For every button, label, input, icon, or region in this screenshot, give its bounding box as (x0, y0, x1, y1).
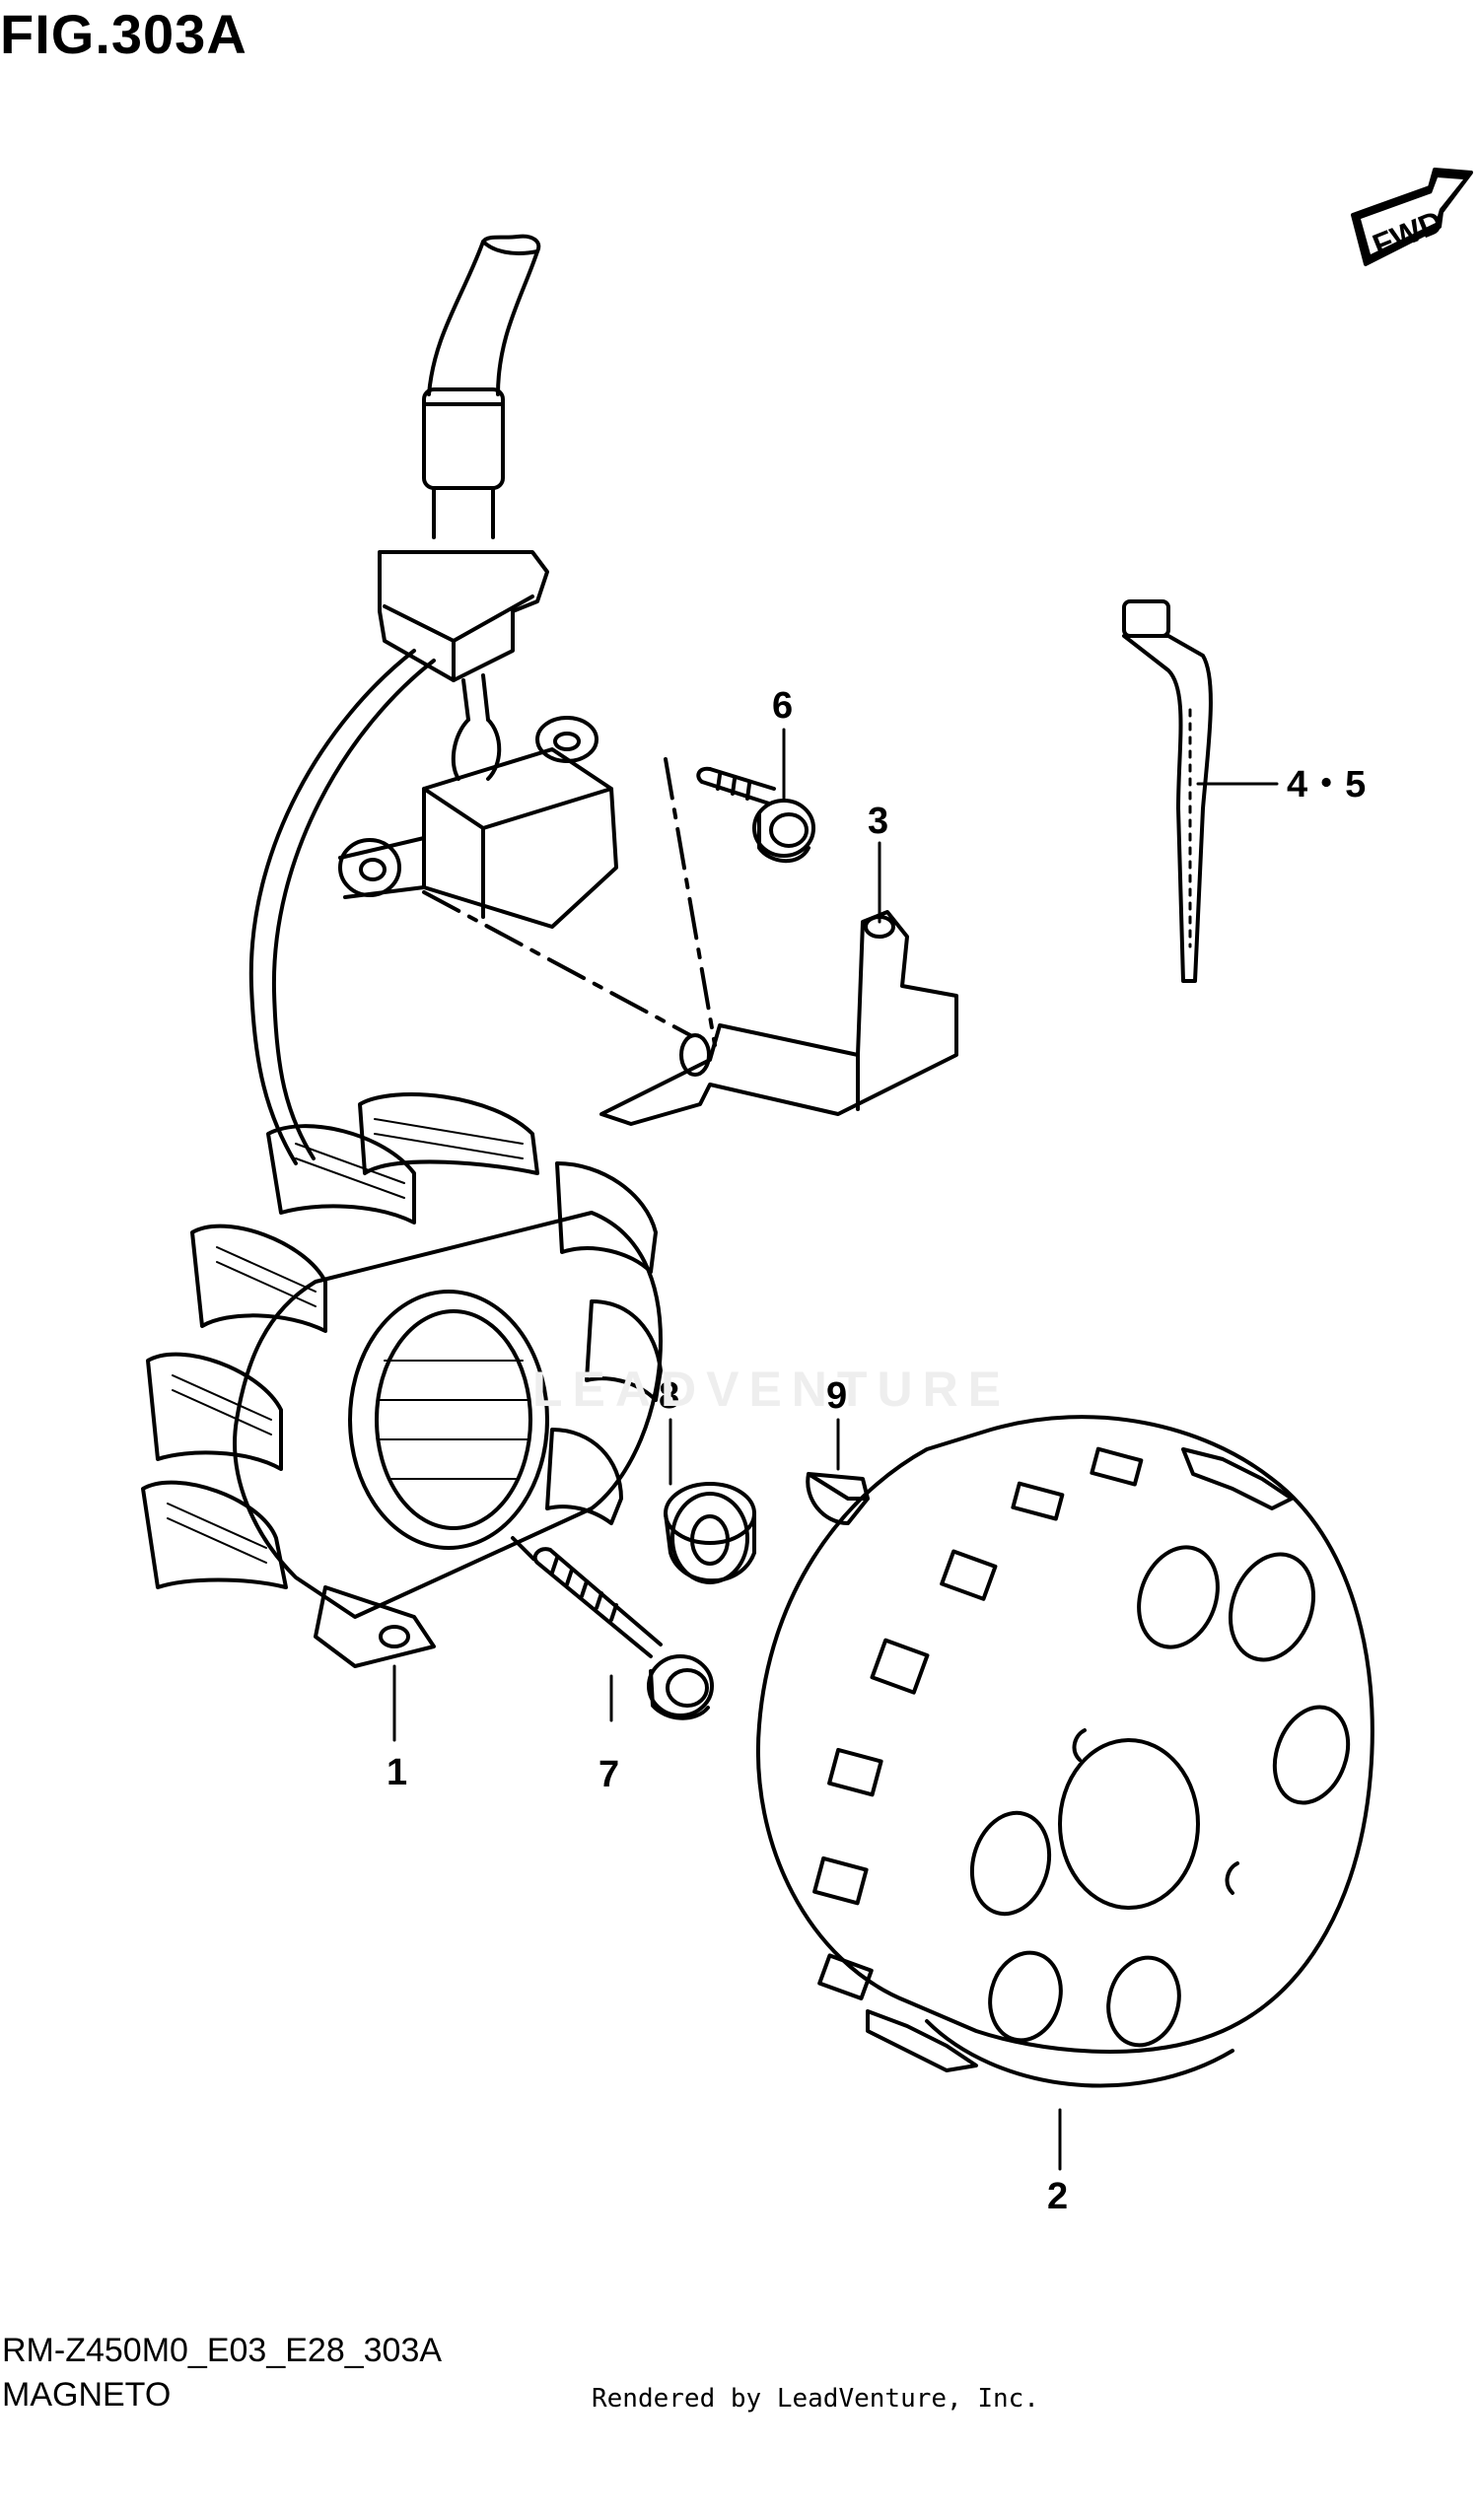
wire-harness (378, 234, 549, 722)
figure-title: FIG.303A (0, 3, 247, 65)
screw-7 (532, 1547, 714, 1720)
callout-1: 1 (387, 1752, 407, 1793)
callout-8: 8 (659, 1375, 679, 1417)
section-name: MAGNETO (2, 2376, 172, 2414)
callout-3: 3 (868, 801, 888, 842)
collar-8 (664, 1482, 756, 1584)
watermark: LEADVENTURE (532, 1362, 1012, 1417)
rendered-by: Rendered by LeadVenture, Inc. (592, 2384, 1039, 2414)
callout-6: 6 (772, 685, 793, 727)
callout-4-5: 4・5 (1287, 764, 1366, 805)
cable-tie-4-5 (1122, 599, 1213, 983)
bracket-3 (599, 910, 958, 1126)
pickup-coil (338, 716, 618, 929)
callout-7: 7 (599, 1754, 619, 1795)
callout-9: 9 (826, 1375, 847, 1417)
stator-1 (141, 1092, 663, 1668)
bolt-6 (696, 766, 815, 864)
lead-wire (248, 649, 416, 1165)
diagram-code: RM-Z450M0_E03_E28_303A (2, 2332, 443, 2369)
fwd-arrow-icon: FWD (1351, 168, 1473, 266)
rotor-2 (756, 1415, 1374, 2088)
callout-2: 2 (1047, 2176, 1068, 2217)
